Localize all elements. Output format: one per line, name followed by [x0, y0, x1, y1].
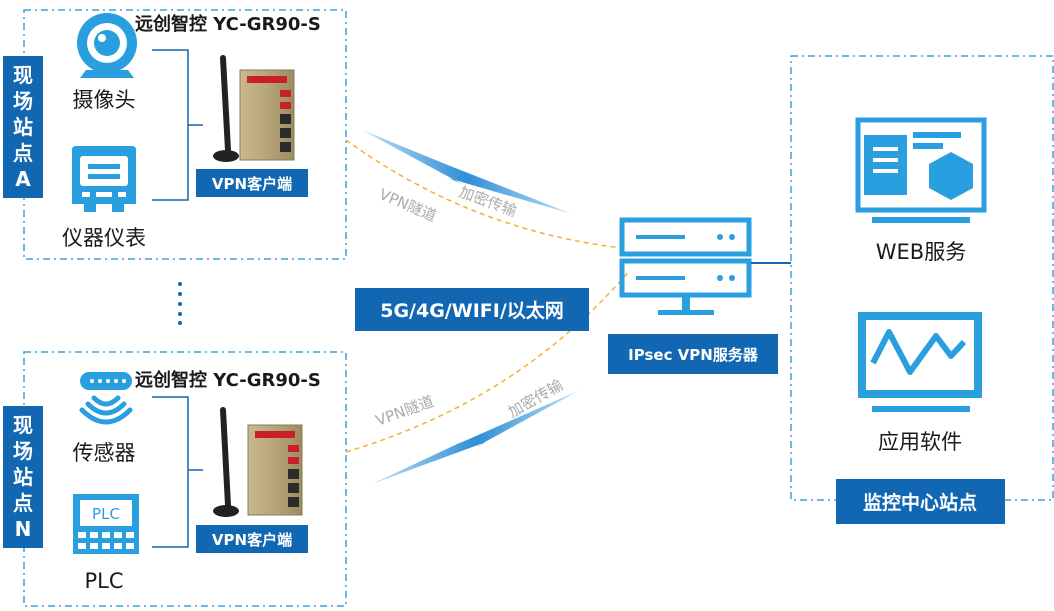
server-label: IPsec VPN服务器 — [628, 346, 759, 364]
meter-icon — [72, 146, 136, 212]
site-n-router-title: 远创智控 YC-GR90-S — [135, 369, 321, 391]
plc-label: PLC — [84, 569, 123, 593]
site-a-vpn-client-label: VPN客户端 — [212, 175, 292, 193]
svg-text:站: 站 — [13, 465, 33, 489]
network-badge — [355, 288, 589, 331]
vpn-tunnel-a — [345, 139, 623, 249]
camera-label: 摄像头 — [73, 88, 136, 112]
plc-icon: PLC — [73, 494, 139, 554]
app-software-label: 应用软件 — [878, 430, 962, 454]
encrypt-n-label: 加密传输 — [505, 376, 566, 422]
web-monitor-icon — [855, 117, 987, 223]
svg-text:场: 场 — [13, 439, 33, 463]
site-a-frame — [23, 9, 347, 260]
wireless-bolt-n — [372, 390, 580, 484]
svg-text:场: 场 — [13, 89, 33, 113]
site-n-vpn-client-badge — [196, 525, 308, 553]
server-badge — [608, 334, 778, 374]
sensor-icon — [79, 372, 133, 425]
vpn-tunnel-a-label: VPN隧道 — [376, 185, 439, 225]
meter-label: 仪器仪表 — [62, 226, 146, 250]
site-a-tag — [3, 56, 43, 198]
router-icon — [213, 55, 295, 162]
more-sites-dots — [178, 282, 182, 325]
web-service-label: WEB服务 — [876, 240, 966, 264]
plc-screen-text: PLC — [92, 505, 120, 523]
vpn-tunnel-n — [345, 269, 631, 453]
camera-icon — [77, 13, 137, 78]
site-a-connector — [152, 49, 203, 201]
svg-text:点: 点 — [13, 141, 33, 165]
monitor-center-label: 监控中心站点 — [863, 491, 977, 514]
svg-text:站: 站 — [13, 115, 33, 139]
svg-text:N: N — [15, 517, 32, 541]
site-n-connector — [152, 396, 203, 548]
site-n-tag — [3, 406, 43, 548]
svg-text:现: 现 — [13, 63, 33, 87]
site-a-vpn-client-badge — [196, 169, 308, 197]
app-monitor-icon — [858, 312, 982, 412]
svg-text:A: A — [15, 167, 31, 191]
monitor-center-badge — [836, 479, 1005, 524]
vpn-tunnel-n-label: VPN隧道 — [373, 392, 436, 430]
sensor-label: 传感器 — [73, 441, 136, 465]
site-a-router-title: 远创智控 YC-GR90-S — [135, 13, 321, 35]
network-label: 5G/4G/WIFI/以太网 — [380, 299, 564, 322]
site-n-tag-text: 现 场 站 点 N — [13, 413, 33, 541]
site-a-tag-text: 现 场 站 点 A — [13, 63, 33, 191]
site-n-vpn-client-label: VPN客户端 — [212, 531, 292, 549]
svg-text:现: 现 — [13, 413, 33, 437]
svg-text:点: 点 — [13, 491, 33, 515]
server-icon — [619, 217, 752, 315]
router-icon — [213, 407, 303, 517]
